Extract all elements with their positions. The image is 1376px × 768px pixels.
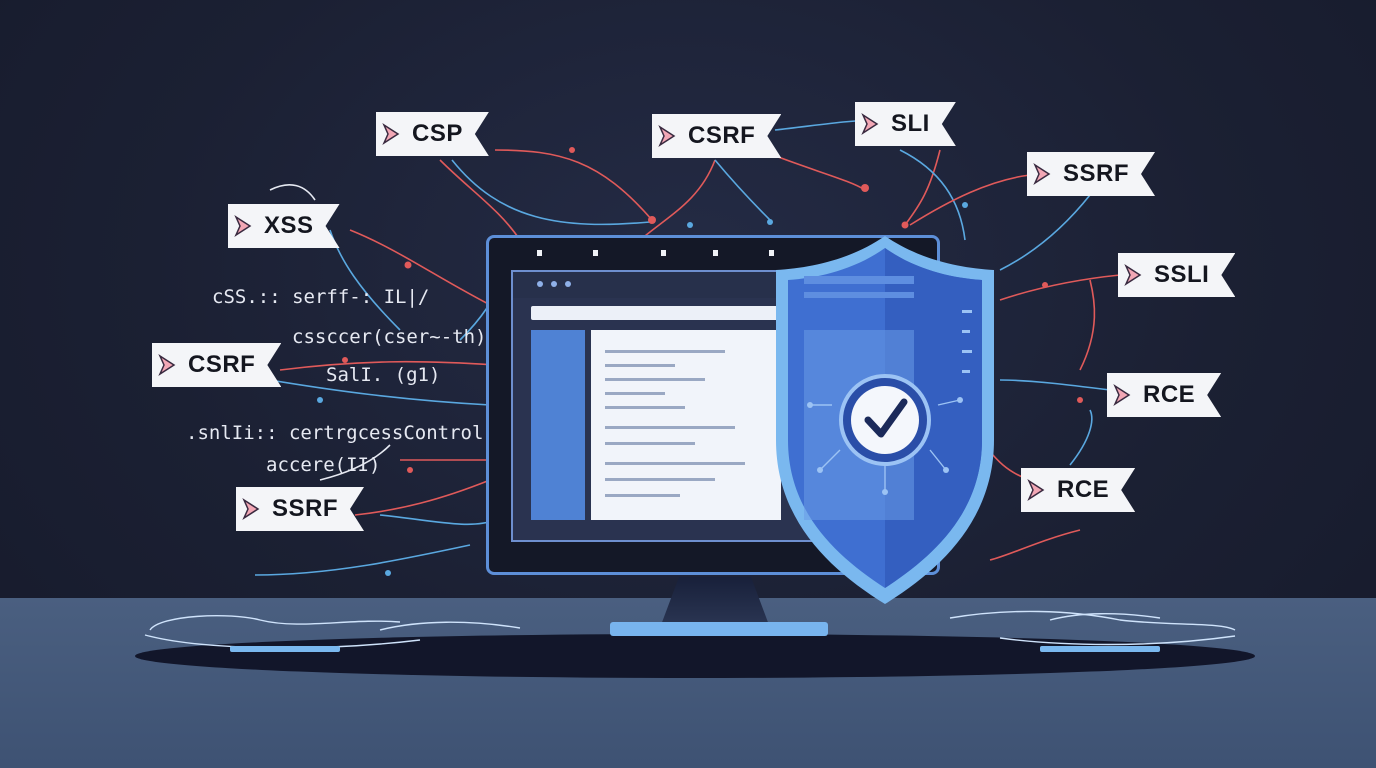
tag-ssrf-right: SSRF (1027, 152, 1155, 196)
code-line-2: cssccer(cser~-th) (292, 326, 487, 348)
chevron-right-icon (236, 487, 268, 531)
chevron-right-icon (376, 112, 408, 156)
chevron-right-icon (1107, 373, 1139, 417)
monitor-stand (661, 577, 769, 625)
text-line (605, 392, 665, 395)
tag-label: XSS (264, 212, 314, 239)
monitor-indicator (769, 250, 774, 256)
chevron-right-icon (152, 343, 184, 387)
text-line (605, 350, 725, 353)
chevron-right-icon (855, 102, 887, 146)
tag-label: SSRF (1063, 160, 1130, 187)
window-dot (551, 281, 557, 287)
code-line-5: accere(II) (266, 454, 381, 476)
code-line-3: SalI. (g1) (326, 364, 441, 386)
tag-csp: CSP (376, 112, 489, 156)
chevron-right-icon (1118, 253, 1150, 297)
chevron-right-icon (652, 114, 684, 158)
tag-label: RCE (1143, 381, 1196, 408)
text-line (605, 494, 680, 497)
text-line (605, 442, 695, 445)
code-line-4: .snlIi:: certrgcessControl. (186, 422, 495, 444)
tag-label: SSLI (1154, 261, 1210, 288)
tag-ssli: SSLI (1118, 253, 1235, 297)
text-line (605, 364, 675, 367)
window-dot (537, 281, 543, 287)
chevron-right-icon (1027, 152, 1059, 196)
tag-rce-upper: RCE (1107, 373, 1221, 417)
tag-rce-lower: RCE (1021, 468, 1135, 512)
window-dot (565, 281, 571, 287)
text-line (605, 406, 685, 409)
tag-sli: SLI (855, 102, 956, 146)
tag-csrf-left: CSRF (152, 343, 281, 387)
monitor-indicator (593, 250, 598, 256)
monitor-indicator (661, 250, 666, 256)
tag-ssrf-left: SSRF (236, 487, 364, 531)
tag-label: SLI (891, 110, 930, 137)
monitor-indicator (537, 250, 542, 256)
document-sidebar (531, 330, 585, 520)
desk-shadow (135, 634, 1255, 678)
monitor-indicator (713, 250, 718, 256)
tag-csrf-top: CSRF (652, 114, 781, 158)
text-line (605, 478, 715, 481)
tag-label: CSRF (188, 351, 256, 378)
tag-label: RCE (1057, 476, 1110, 503)
text-line (605, 462, 745, 465)
text-line (605, 378, 705, 381)
chevron-right-icon (1021, 468, 1053, 512)
monitor-base (610, 622, 828, 636)
text-line (605, 426, 735, 429)
document-page (591, 330, 781, 520)
tag-label: CSP (412, 120, 463, 147)
tag-label: CSRF (688, 122, 756, 149)
shield-check-icon (776, 236, 994, 604)
tag-label: SSRF (272, 495, 339, 522)
floor-circuit-lines (144, 610, 1236, 652)
code-line-1: cSS.:: serff-: IL|/ (212, 286, 430, 308)
chevron-right-icon (228, 204, 260, 248)
tag-xss: XSS (228, 204, 340, 248)
